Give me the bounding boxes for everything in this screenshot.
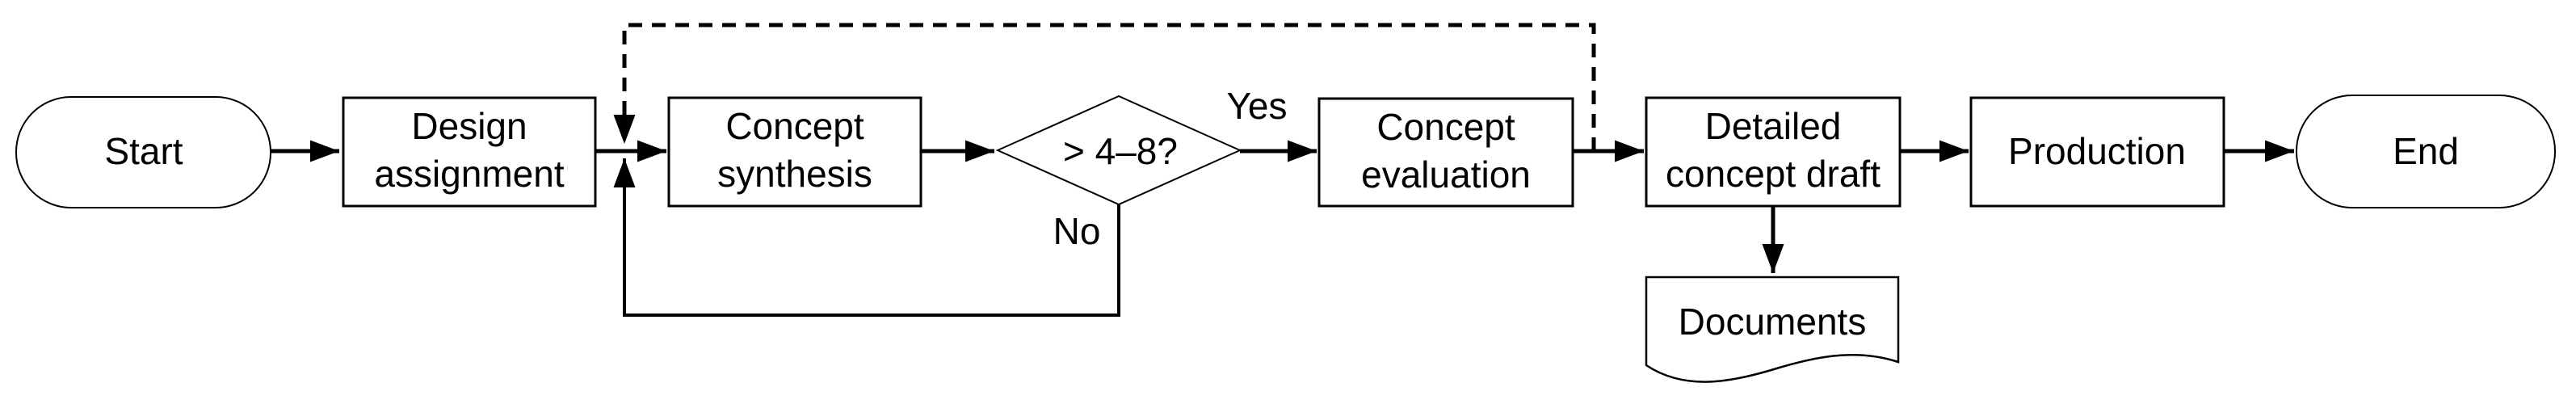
start-terminator: Start (15, 96, 271, 208)
design-assignment-shape (342, 96, 597, 208)
design-assignment-box: Design assignment (342, 96, 597, 208)
concept-evaluation-label-line2: evaluation (1361, 154, 1531, 196)
edge-decision-no-loop (613, 158, 1120, 317)
edge-feedback-dashed (613, 23, 1596, 151)
start-terminator-shape (15, 96, 271, 208)
decision-diamond: > 4–8? (995, 95, 1242, 206)
decision-diamond-shape (995, 95, 1242, 206)
documents-shape: Documents (1645, 276, 1900, 383)
design-assignment-label-line2: assignment (374, 153, 564, 195)
end-terminator: End (2296, 95, 2556, 208)
start-label: Start (104, 130, 183, 172)
design-assignment-label-line1: Design (411, 105, 527, 147)
production-label: Production (2008, 130, 2186, 172)
yes-label: Yes (1226, 85, 1287, 127)
production-shape (1969, 96, 2225, 208)
concept-evaluation-shape (1317, 97, 1574, 208)
detailed-concept-draft-label-line1: Detailed (1705, 105, 1842, 147)
documents-outline (1645, 276, 1900, 383)
no-label: No (1053, 210, 1101, 252)
concept-evaluation-box: Concept evaluation (1317, 97, 1574, 208)
documents-label: Documents (1679, 301, 1867, 343)
detailed-concept-draft-shape (1645, 96, 1902, 208)
end-label: End (2393, 130, 2459, 172)
concept-synthesis-shape (667, 96, 922, 208)
end-terminator-shape (2296, 95, 2556, 208)
detailed-concept-draft-box: Detailed concept draft (1645, 96, 1902, 208)
concept-evaluation-label-line1: Concept (1376, 106, 1515, 148)
production-box: Production (1969, 96, 2225, 208)
concept-synthesis-box: Concept synthesis (667, 96, 922, 208)
concept-synthesis-label-line1: Concept (725, 105, 864, 147)
detailed-concept-draft-label-line2: concept draft (1666, 153, 1881, 195)
concept-synthesis-label-line2: synthesis (717, 153, 872, 195)
decision-label: > 4–8? (1063, 130, 1178, 172)
